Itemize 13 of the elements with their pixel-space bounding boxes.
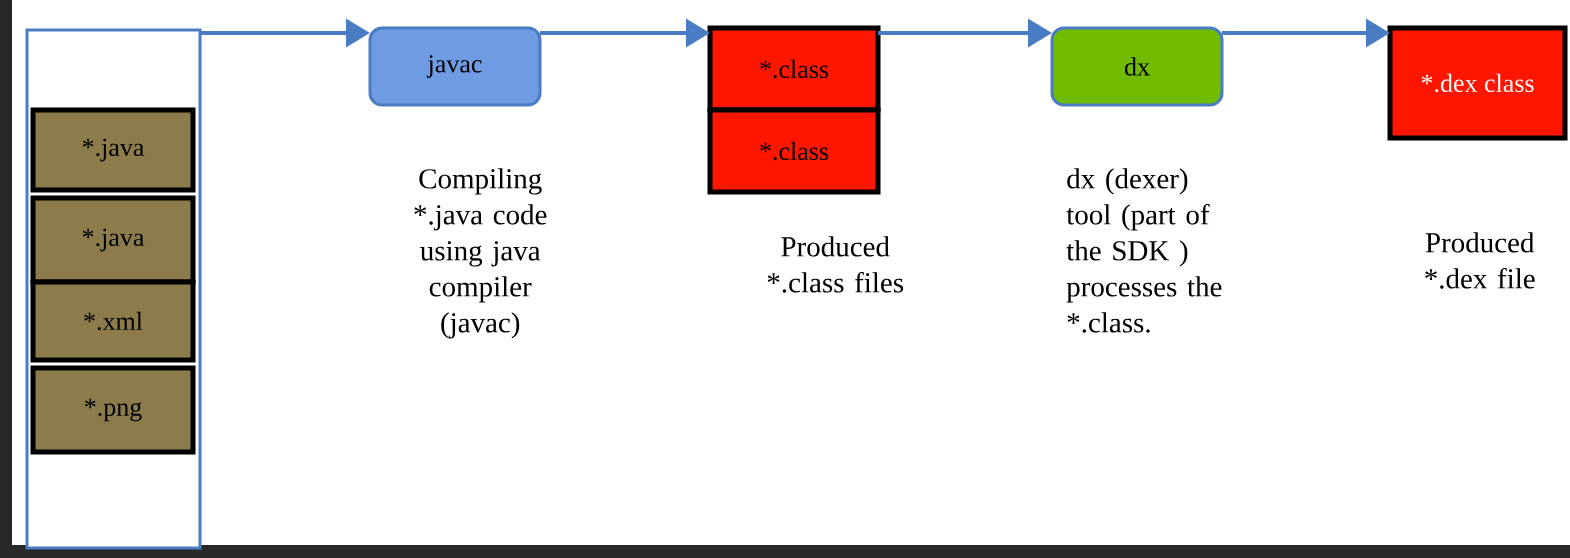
file-box: *.java: [30, 107, 196, 193]
file-box: *.xml: [30, 279, 196, 363]
node-caption: Compiling *.java code using java compiler (javac): [414, 168, 547, 339]
file-box: *.java: [30, 195, 196, 285]
process-box: javac: [368, 26, 542, 107]
node-caption: Produced *.class files: [767, 236, 904, 293]
file-box: *.class: [707, 25, 881, 113]
file-box: *.class: [707, 107, 881, 195]
file-box: *.png: [30, 365, 196, 455]
node-caption: dx (dexer) tool (part of the SDK ) processes the *.class.: [1066, 168, 1222, 333]
process-box: dx: [1050, 26, 1224, 107]
node-caption: Produced *.dex file: [1425, 232, 1535, 289]
file-box: *.dex class: [1387, 25, 1568, 141]
